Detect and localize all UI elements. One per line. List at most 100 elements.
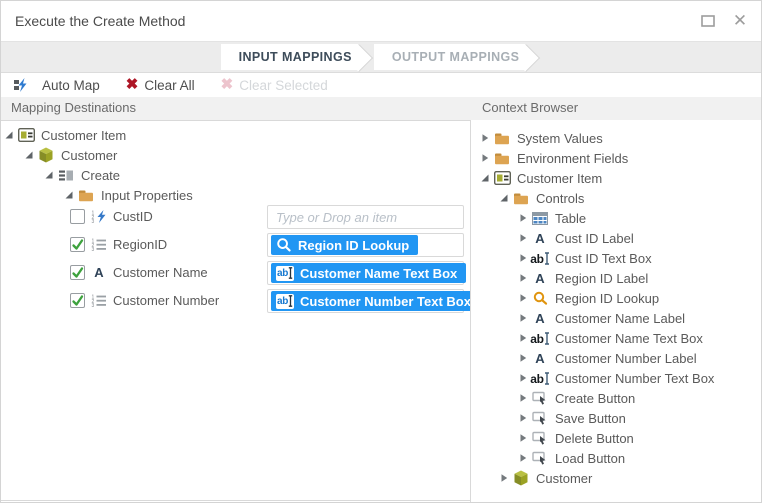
collapsed-arrow-icon[interactable] [479, 133, 491, 143]
button-icon [531, 411, 549, 426]
tree-item-label: Input Properties [101, 187, 193, 203]
tree-item-controls[interactable]: Controls [471, 188, 761, 208]
method-icon [57, 169, 75, 182]
collapsed-arrow-icon[interactable] [517, 433, 529, 443]
expanded-arrow-icon[interactable] [63, 190, 75, 200]
checkbox-checked[interactable] [70, 237, 85, 252]
tree-item-customer-name-label[interactable]: A Customer Name Label [471, 308, 761, 328]
tree-item-input-properties[interactable]: Input Properties [1, 185, 470, 205]
tree-item-save-button[interactable]: Save Button [471, 408, 761, 428]
maximize-icon[interactable] [699, 13, 717, 29]
tree-item-label: Table [555, 210, 587, 226]
tree-item-customer[interactable]: Customer [471, 468, 761, 488]
textbox-icon: ab [530, 331, 549, 345]
collapsed-arrow-icon[interactable] [517, 313, 529, 323]
tree-item-region-id-lookup[interactable]: Region ID Lookup [471, 288, 761, 308]
folder-icon [77, 189, 95, 202]
mapping-field-custid[interactable]: Type or Drop an item [267, 205, 464, 229]
collapsed-arrow-icon[interactable] [517, 273, 529, 283]
tree-item-system-values[interactable]: System Values [471, 128, 761, 148]
tree-item-environment-fields[interactable]: Environment Fields [471, 148, 761, 168]
tree-item-create-button[interactable]: Create Button [471, 388, 761, 408]
tree-item-create[interactable]: Create [1, 165, 470, 185]
mapping-field-customer-name[interactable]: ab Customer Name Text Box [267, 261, 467, 285]
close-icon[interactable]: ✕ [732, 11, 748, 30]
tree-item-label: Customer Item [41, 127, 127, 143]
expanded-arrow-icon[interactable] [3, 130, 15, 140]
collapsed-arrow-icon[interactable] [517, 293, 529, 303]
text-label-icon: A [535, 270, 545, 286]
tree-item-label: Customer [61, 147, 118, 163]
auto-map-icon [12, 77, 30, 93]
chip-label: Customer Name Text Box [300, 265, 458, 281]
expanded-arrow-icon[interactable] [498, 193, 510, 203]
tab-input-mappings[interactable]: INPUT MAPPINGS [220, 44, 360, 70]
tree-item-table[interactable]: Table [471, 208, 761, 228]
tree-item-label: Customer Name Label [555, 310, 686, 326]
tree-item-label: Create [81, 167, 121, 183]
view-icon [493, 171, 511, 185]
collapsed-arrow-icon[interactable] [517, 353, 529, 363]
clear-selected-button[interactable]: ✖ Clear Selected [221, 77, 328, 93]
collapsed-arrow-icon[interactable] [517, 253, 529, 263]
textbox-icon: ab [276, 265, 294, 281]
tab-strip: INPUT MAPPINGS OUTPUT MAPPINGS [1, 41, 761, 73]
clear-selected-label: Clear Selected [239, 77, 328, 93]
clear-all-button[interactable]: ✖ Clear All [126, 77, 195, 93]
checkbox-checked[interactable] [70, 293, 85, 308]
text-label-icon: A [535, 310, 545, 326]
mapping-chip-customer-name-text-box[interactable]: ab Customer Name Text Box [271, 263, 467, 283]
collapsed-arrow-icon[interactable] [517, 393, 529, 403]
collapsed-arrow-icon[interactable] [517, 373, 529, 383]
tree-item-customer[interactable]: Customer [1, 145, 470, 165]
collapsed-arrow-icon[interactable] [498, 473, 510, 483]
svg-text:3: 3 [92, 219, 95, 223]
collapsed-arrow-icon[interactable] [517, 453, 529, 463]
lookup-icon [276, 237, 292, 253]
button-icon [531, 451, 549, 466]
svg-text:2: 2 [92, 243, 95, 249]
collapsed-arrow-icon[interactable] [517, 333, 529, 343]
collapsed-arrow-icon[interactable] [517, 233, 529, 243]
collapsed-arrow-icon[interactable] [517, 413, 529, 423]
svg-text:1: 1 [92, 295, 95, 301]
tree-item-delete-button[interactable]: Delete Button [471, 428, 761, 448]
svg-text:2: 2 [92, 215, 95, 221]
tree-item-label: Cust ID Text Box [555, 250, 652, 266]
clear-all-label: Clear All [144, 77, 195, 93]
expanded-arrow-icon[interactable] [23, 150, 35, 160]
tree-item-customer-item[interactable]: Customer Item [471, 168, 761, 188]
collapsed-arrow-icon[interactable] [479, 153, 491, 163]
dialog-title: Execute the Create Method [15, 13, 186, 29]
tree-item-label: Cust ID Label [555, 230, 634, 246]
tree-item-load-button[interactable]: Load Button [471, 448, 761, 468]
mapping-chip-region-id-lookup[interactable]: Region ID Lookup [271, 235, 419, 255]
tree-item-label: Environment Fields [517, 150, 629, 166]
expanded-arrow-icon[interactable] [479, 173, 491, 183]
checkbox-checked[interactable] [70, 265, 85, 280]
mapping-field-regionid[interactable]: Region ID Lookup [267, 233, 464, 257]
checkbox-unchecked[interactable] [70, 209, 85, 224]
tree-item-customer-item[interactable]: Customer Item [1, 125, 470, 145]
expanded-arrow-icon[interactable] [43, 170, 55, 180]
auto-map-button[interactable]: Auto Map [10, 77, 100, 93]
collapsed-arrow-icon[interactable] [517, 213, 529, 223]
auto-map-label: Auto Map [42, 77, 100, 93]
table-icon [531, 211, 549, 225]
tree-item-label: Customer [536, 470, 593, 486]
tab-output-mappings[interactable]: OUTPUT MAPPINGS [373, 44, 528, 70]
button-icon [531, 431, 549, 446]
